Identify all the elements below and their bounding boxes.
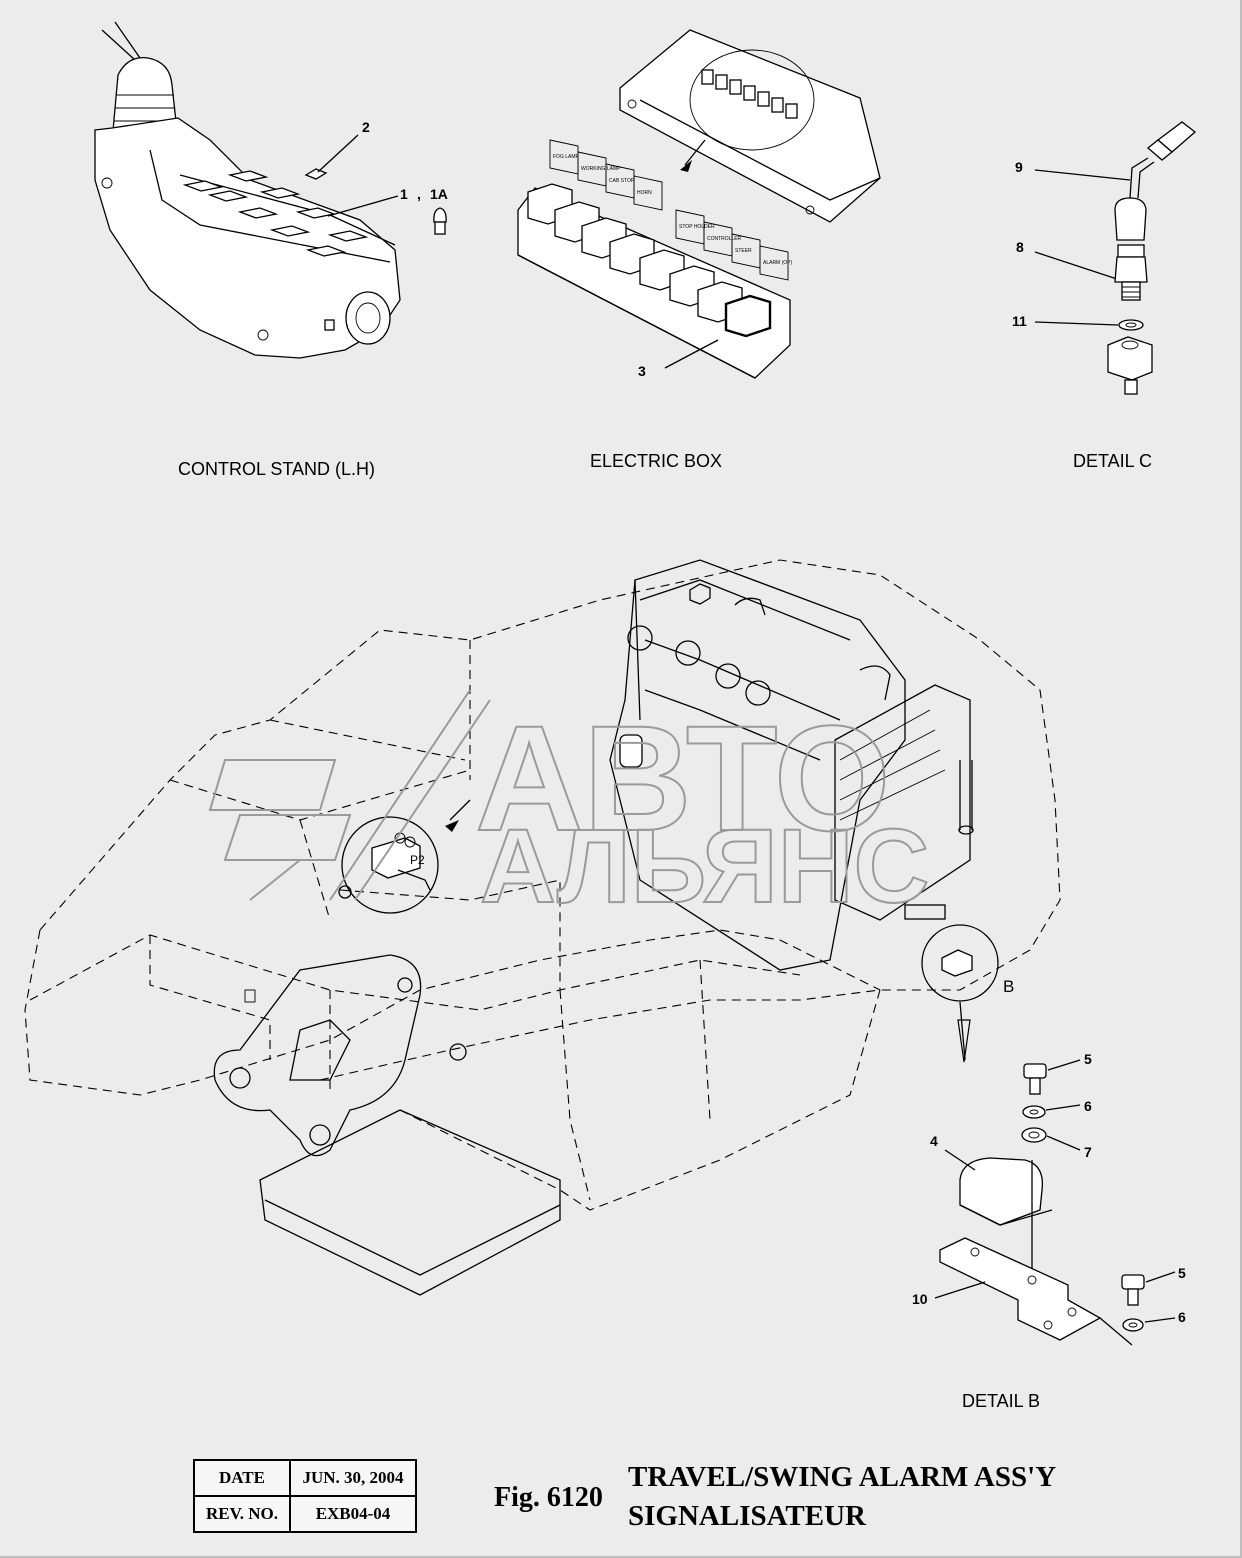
relay-label-8: ALARM (OP) <box>763 260 793 266</box>
caption-electric-box: ELECTRIC BOX <box>590 451 722 471</box>
electric-box-drawing: FOG LAMP WORKING LAMP CAB STOP HORN STOP… <box>517 29 881 379</box>
machine-assembly-drawing <box>24 559 1061 1296</box>
relay-label-6: CONTROLLER <box>707 236 742 242</box>
detail-b-drawing <box>934 1059 1176 1346</box>
relay-label-1: FOG LAMP <box>553 154 580 160</box>
relay-label-4: HORN <box>637 190 652 196</box>
control-stand-drawing <box>94 21 447 359</box>
title-block: DATE JUN. 30, 2004 REV. NO. EXB04-04 <box>193 1459 417 1533</box>
caption-detail-c: DETAIL C <box>1073 451 1152 471</box>
callout-10: 10 <box>912 1291 928 1307</box>
callout-1a: 1A <box>430 186 448 202</box>
callout-11: 11 <box>1012 313 1027 329</box>
label-b: B <box>1003 977 1014 996</box>
callout-comma: , <box>417 186 421 202</box>
relay-label-3: CAB STOP <box>609 178 635 184</box>
figure-title: TRAVEL/SWING ALARM ASS'Y <box>628 1461 1057 1493</box>
callout-1: 1 <box>400 186 408 202</box>
relay-label-7: STEER <box>735 248 752 254</box>
callout-9: 9 <box>1015 159 1023 175</box>
callout-7: 7 <box>1084 1144 1092 1160</box>
caption-control-stand: CONTROL STAND (L.H) <box>178 459 375 479</box>
callout-6-bottom: 6 <box>1178 1309 1186 1325</box>
figure-number: Fig. 6120 <box>494 1482 603 1513</box>
date-label: DATE <box>193 1459 291 1497</box>
watermark-line2: АЛЬЯНС <box>480 808 929 925</box>
watermark-line1: АВТО <box>475 694 891 862</box>
callout-5-bottom: 5 <box>1178 1265 1186 1281</box>
callout-6-top: 6 <box>1084 1098 1092 1114</box>
rev-label: REV. NO. <box>193 1495 291 1533</box>
relay-label-5: STOP HOLDER <box>679 224 715 230</box>
date-value: JUN. 30, 2004 <box>289 1459 417 1497</box>
callout-2: 2 <box>362 119 370 135</box>
relay-label-2: WORKING LAMP <box>581 166 621 172</box>
callout-5-top: 5 <box>1084 1051 1092 1067</box>
rev-value: EXB04-04 <box>289 1495 417 1533</box>
callout-3: 3 <box>638 363 646 379</box>
callout-4: 4 <box>930 1133 938 1149</box>
figure-subtitle: SIGNALISATEUR <box>628 1500 866 1532</box>
label-p2: P2 <box>410 853 425 867</box>
callout-8: 8 <box>1016 239 1024 255</box>
detail-c-drawing <box>1034 121 1197 395</box>
watermark-logo: АВТО АЛЬЯНС <box>208 689 930 926</box>
parts-diagram: 2 1 , 1A CONTROL STAND (L.H) <box>24 21 1197 1411</box>
caption-detail-b: DETAIL B <box>962 1391 1040 1411</box>
